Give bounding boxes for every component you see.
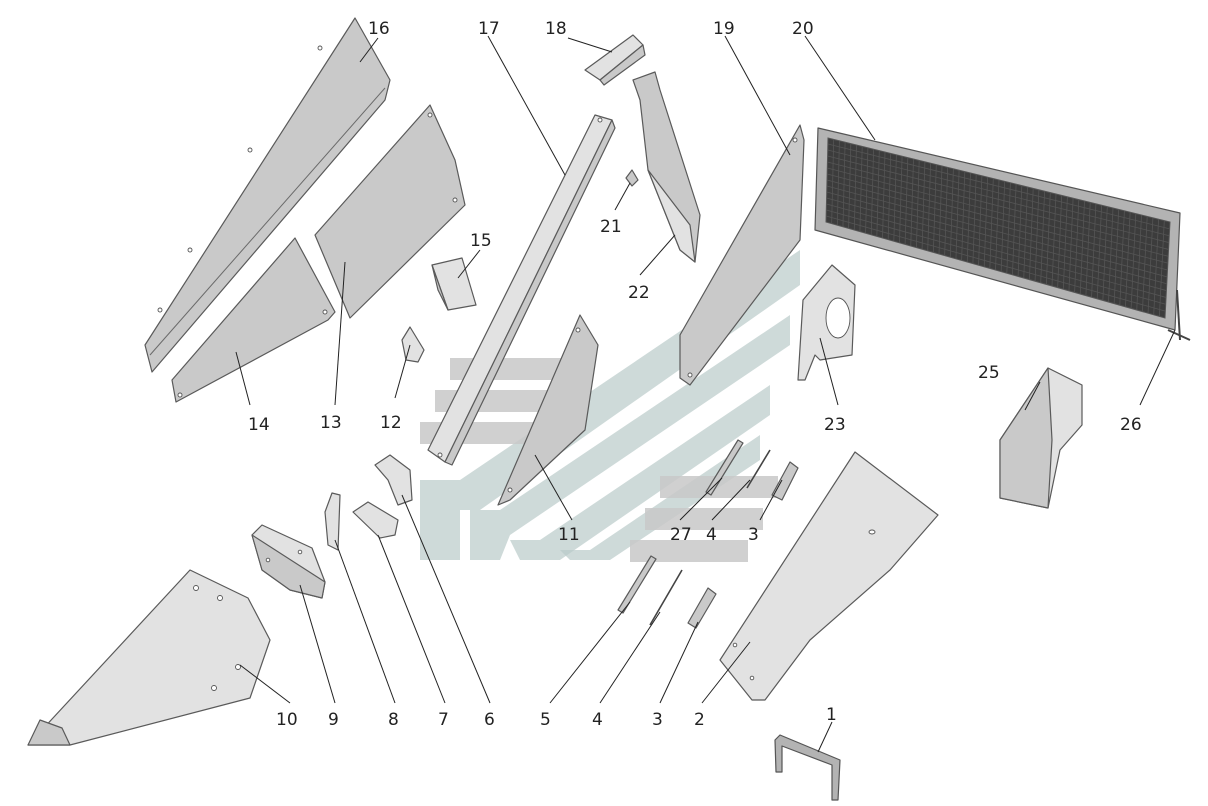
mesh-wire [826, 179, 1168, 271]
mesh-grid [826, 139, 1170, 317]
callout-25: 25 [978, 363, 1000, 383]
callout-labels: 16 17 18 19 20 21 15 22 25 14 13 12 23 2… [248, 19, 1142, 730]
part-12-clip [401, 326, 425, 363]
part-13-upper-panel [314, 104, 466, 319]
callout-26: 26 [1120, 415, 1142, 435]
callout-3-upper: 3 [748, 525, 759, 545]
part-10-cone-hood [27, 569, 271, 746]
callout-9: 9 [328, 710, 339, 730]
mesh-wire [826, 203, 1167, 298]
part-16-large-side-panel [144, 17, 391, 373]
part-18-top-bracket [584, 34, 646, 86]
callout-21: 21 [600, 217, 622, 237]
mesh-wire [827, 167, 1169, 257]
part-6-bracket [374, 454, 413, 506]
part-11-middle-panel [497, 314, 599, 506]
part-4-rod-upper [746, 449, 771, 489]
part-17-long-channel [427, 114, 616, 466]
part-8-plate [324, 492, 341, 551]
callout-22: 22 [628, 283, 650, 303]
part-25-cover [999, 367, 1083, 509]
mesh-wire [826, 197, 1167, 291]
part-5-hinge-strip [617, 555, 657, 614]
mesh-wire [826, 209, 1166, 305]
callout-3-lower: 3 [652, 710, 663, 730]
callout-19: 19 [713, 19, 735, 39]
callout-15: 15 [470, 231, 492, 251]
part-19-tall-panel [679, 124, 805, 386]
callout-8: 8 [388, 710, 399, 730]
callout-14: 14 [248, 415, 270, 435]
callout-13: 13 [320, 413, 342, 433]
callout-1: 1 [826, 705, 837, 725]
mesh-wire [827, 161, 1169, 250]
part-27-hinge-strip [705, 439, 744, 496]
part-21-small-clip [625, 169, 639, 187]
callout-7: 7 [438, 710, 449, 730]
callout-17: 17 [478, 19, 500, 39]
mesh-wire [826, 185, 1168, 278]
part-22-angled-sheet [632, 71, 701, 263]
callout-4-upper: 4 [706, 525, 717, 545]
callout-4-lower: 4 [592, 710, 603, 730]
callout-2: 2 [694, 710, 705, 730]
part-20-mesh-screen [814, 127, 1181, 331]
mesh-wire [827, 173, 1168, 264]
mesh-wire [826, 215, 1166, 312]
mesh-wire [827, 149, 1170, 237]
part-3-hinge-lower [687, 587, 717, 629]
callout-16: 16 [368, 19, 390, 39]
part-26-pin [1167, 289, 1191, 341]
callout-12: 12 [380, 413, 402, 433]
callout-6: 6 [484, 710, 495, 730]
part-15-small-bracket [431, 257, 477, 311]
part-9-box-bracket [251, 524, 326, 599]
mesh-wire [827, 155, 1170, 243]
part-1-u-bracket [774, 734, 841, 801]
part-23-bearing-plate [797, 264, 856, 381]
callout-27: 27 [670, 525, 692, 545]
callout-5: 5 [540, 710, 551, 730]
callout-18: 18 [545, 19, 567, 39]
callout-11: 11 [558, 525, 580, 545]
mesh-wire [827, 143, 1170, 230]
callout-20: 20 [792, 19, 814, 39]
part-4-rod-lower [649, 569, 683, 626]
part-2-bottom-panel [719, 451, 939, 701]
mesh-wire [826, 191, 1167, 285]
leader-lines [235, 35, 1176, 753]
part-3-hinge-upper [771, 461, 799, 501]
part-14-triangular-panel [171, 237, 336, 403]
callout-23: 23 [824, 415, 846, 435]
callout-10: 10 [276, 710, 298, 730]
part-7-bracket [352, 501, 399, 539]
